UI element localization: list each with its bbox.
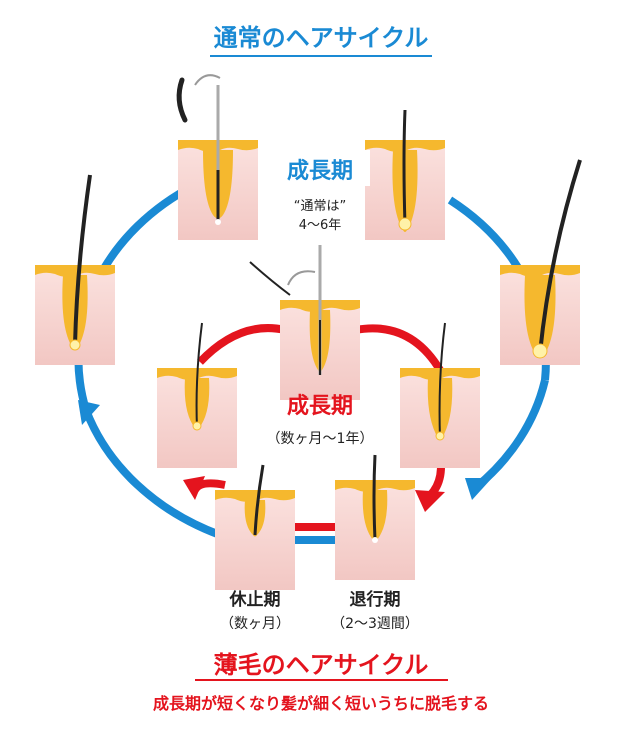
normal-duration-line-2: 4〜6年 <box>299 218 342 233</box>
follicle-thin-shedding <box>280 245 360 400</box>
follicle-normal-telogen-bottom <box>215 464 295 590</box>
follicle-thin-growing-left <box>157 322 237 468</box>
shed-hair-normal <box>176 77 188 123</box>
shed-hair-thin <box>249 261 291 296</box>
thin-cycle-title: 薄毛のヘアサイクル <box>213 651 429 679</box>
follicle-normal-telogen-left <box>35 174 115 365</box>
follicle-normal-growing-top <box>365 109 445 240</box>
resting-phase-label: 休止期 <box>229 589 281 610</box>
follicle-thin-growing-right <box>400 322 480 468</box>
normal-growth-label-bg <box>270 150 370 186</box>
thin-growth-label: 成長期 <box>287 394 353 419</box>
follicle-normal-anagen-right <box>500 159 582 365</box>
regression-phase-duration: （2〜3週間） <box>331 616 419 632</box>
follicle-normal-catagen-bottom <box>335 454 415 580</box>
normal-cycle-title: 通常のヘアサイクル <box>213 24 429 52</box>
thin-growth-duration: （数ヶ月〜1年） <box>267 431 374 447</box>
regression-phase-label: 退行期 <box>350 589 401 610</box>
normal-growth-label: 成長期 <box>287 159 353 184</box>
follicle-normal-shedding <box>178 85 258 240</box>
shed-arrow-normal <box>194 74 221 86</box>
resting-phase-duration: （数ヶ月） <box>220 616 290 632</box>
thin-cycle-subtitle: 成長期が短くなり髪が細く短いうちに脱毛する <box>152 694 489 713</box>
normal-duration-line-1: “通常は” <box>294 199 346 214</box>
shed-arrow-thin <box>287 270 316 286</box>
